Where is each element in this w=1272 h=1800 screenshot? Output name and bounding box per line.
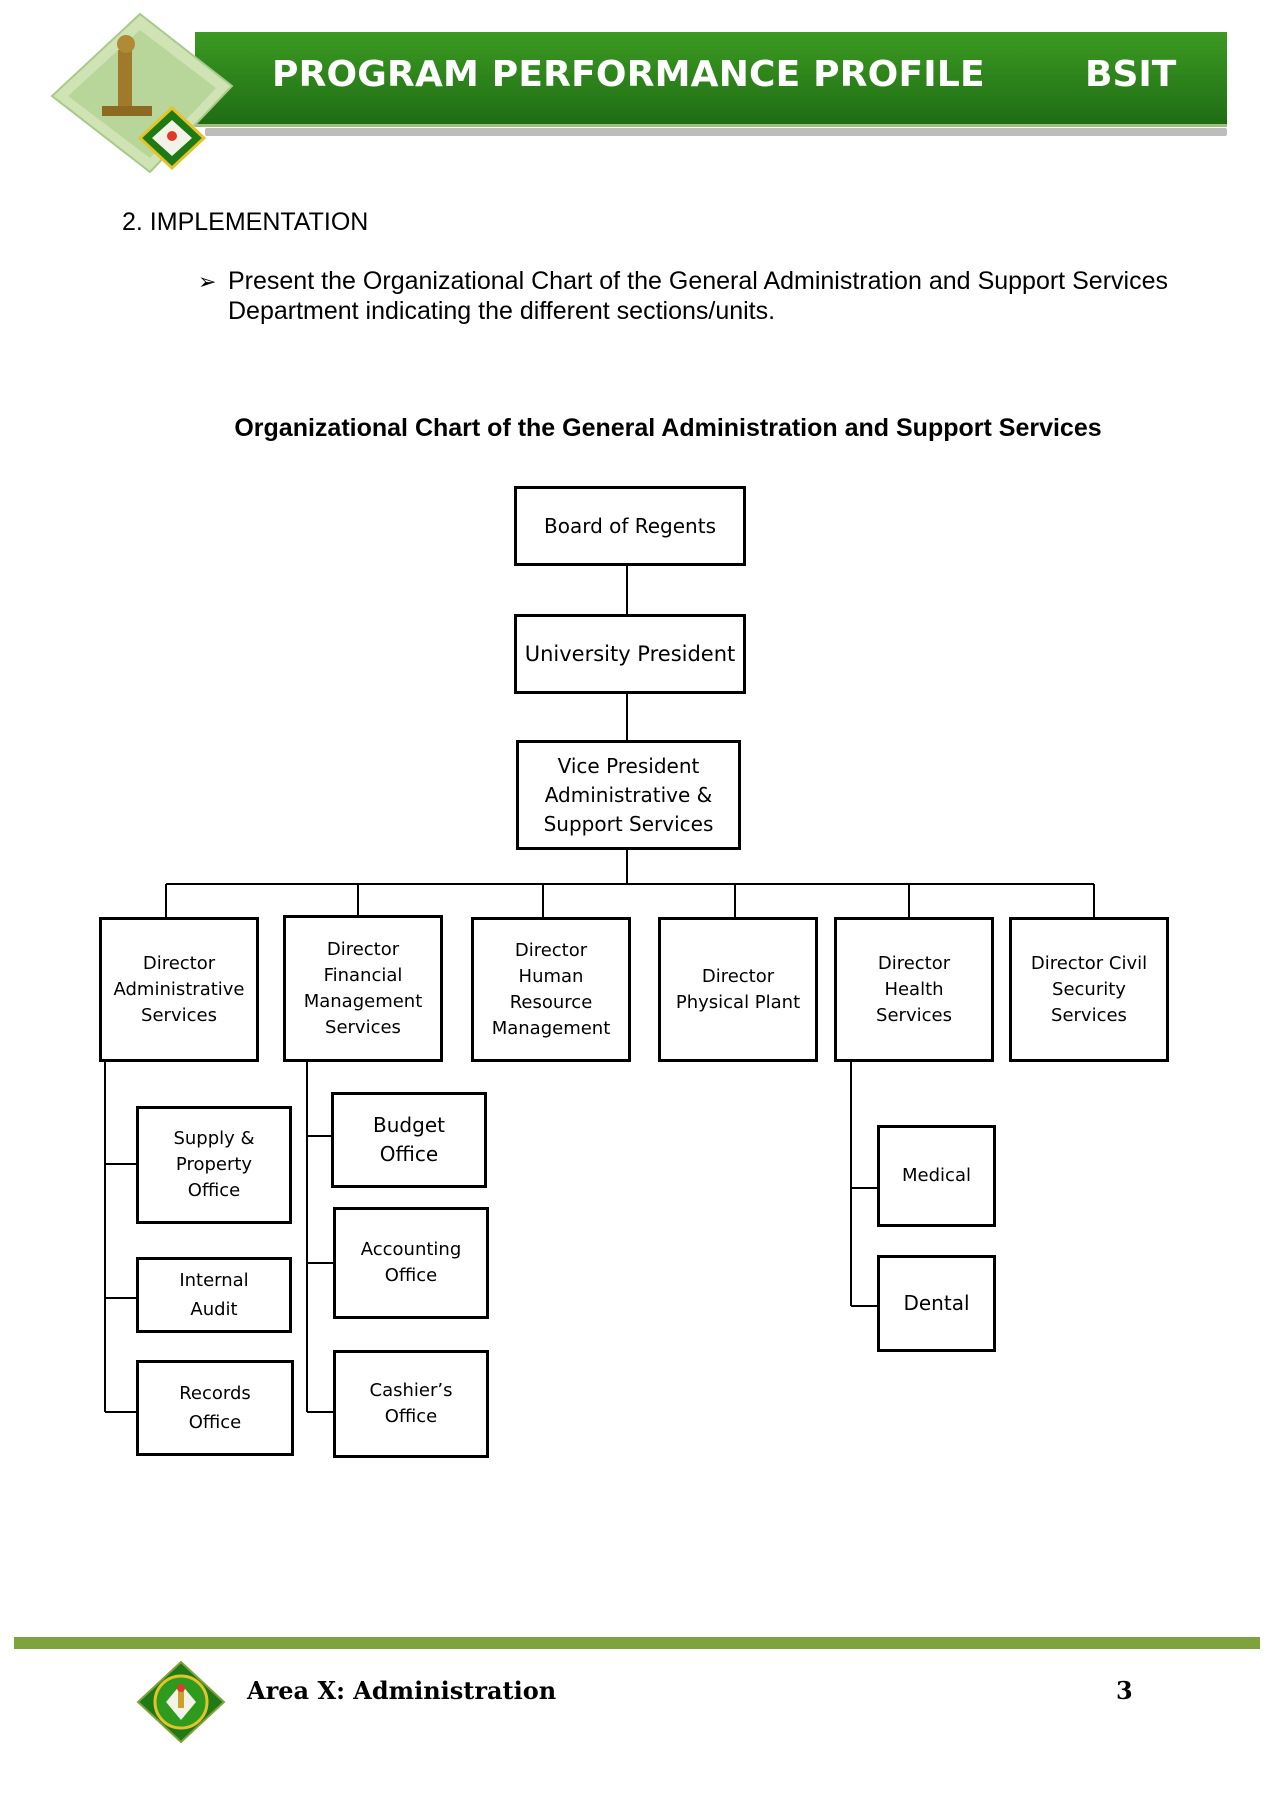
bullet-arrow-icon: ➢ [198, 269, 217, 294]
org-box-university-president: University President [514, 614, 746, 694]
page-title: PROGRAM PERFORMANCE PROFILE [272, 54, 985, 95]
org-box-dental: Dental [877, 1255, 996, 1352]
org-box-supply-property: Supply & Property Office [136, 1106, 292, 1224]
footer-accent-bar [14, 1637, 1260, 1649]
org-chart-title: Organizational Chart of the General Admi… [234, 414, 1102, 442]
org-box-director-health: Director Health Services [834, 917, 994, 1062]
org-box-director-hr: Director Human Resource Management [471, 917, 631, 1062]
header-banner [195, 32, 1227, 127]
org-box-budget-office: Budget Office [331, 1092, 487, 1188]
org-box-medical: Medical [877, 1125, 996, 1227]
org-box-director-civil-security: Director Civil Security Services [1009, 917, 1169, 1062]
university-seal-logo [50, 12, 234, 174]
org-box-director-physical-plant: Director Physical Plant [658, 917, 818, 1062]
page-number: 3 [1116, 1676, 1133, 1705]
header-shadow-bar [205, 128, 1227, 136]
org-box-records-office: Records Office [136, 1360, 294, 1456]
org-box-director-financial: Director Financial Management Services [283, 915, 443, 1062]
org-box-board-of-regents: Board of Regents [514, 486, 746, 566]
program-code: BSIT [1085, 54, 1177, 95]
org-box-vice-president: Vice President Administrative & Support … [516, 740, 741, 850]
footer-area-label: Area X: Administration [247, 1676, 557, 1705]
footer-seal-logo [136, 1660, 226, 1744]
org-box-internal-audit: Internal Audit [136, 1257, 292, 1333]
org-box-director-administrative: Director Administrative Services [99, 917, 259, 1062]
org-box-cashiers-office: Cashier’s Office [333, 1350, 489, 1458]
org-box-accounting-office: Accounting Office [333, 1207, 489, 1319]
section-heading: 2. IMPLEMENTATION [122, 208, 369, 236]
bullet-text: Present the Organizational Chart of the … [228, 267, 1168, 325]
